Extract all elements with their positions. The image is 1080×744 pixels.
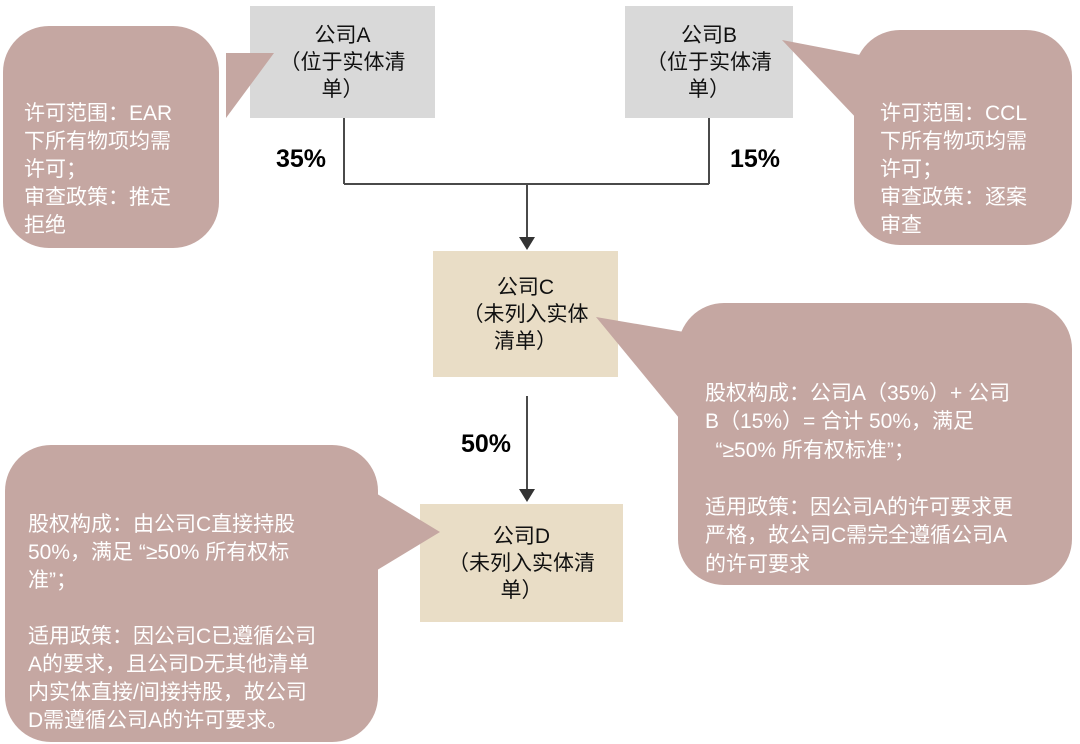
node-company-c-label: 公司C （未列入实体 清单） (462, 275, 589, 353)
callout-company-b-policy: 许可范围：CCL 下所有物项均需 许可； 审查政策：逐案 审查 (854, 30, 1072, 245)
node-company-b: 公司B （位于实体清 单） (625, 6, 793, 118)
node-company-d: 公司D （未列入实体清 单） (420, 504, 623, 622)
node-company-d-label: 公司D （未列入实体清 单） (448, 524, 595, 602)
node-company-c: 公司C （未列入实体 清单） (433, 251, 618, 377)
edge-label-c-to-d: 50% (461, 430, 512, 458)
node-company-b-label: 公司B （位于实体清 单） (646, 23, 772, 101)
arrowhead-down-icon (519, 489, 535, 502)
node-company-a-label: 公司A （位于实体清 单） (279, 23, 406, 101)
edge-label-b-to-c: 15% (730, 145, 781, 173)
callout-company-b-policy-text: 许可范围：CCL 下所有物项均需 许可； 审查政策：逐案 审查 (880, 102, 1028, 237)
node-company-a: 公司A （位于实体清 单） (250, 6, 435, 118)
callout-company-c-analysis: 股权构成：公司A（35%）+ 公司 B（15%）= 合计 50%，满足 “≥50… (678, 303, 1072, 585)
edge-label-a-to-c: 35% (276, 145, 327, 173)
callout-company-a-policy-text: 许可范围：EAR 下所有物项均需 许可； 审查政策：推定 拒绝 (24, 102, 173, 237)
callout-company-a-policy: 许可范围：EAR 下所有物项均需 许可； 审查政策：推定 拒绝 (3, 26, 219, 248)
callout-pointer-b (782, 40, 860, 122)
arrowhead-down-icon (519, 237, 535, 250)
callout-company-c-analysis-text: 股权构成：公司A（35%）+ 公司 B（15%）= 合计 50%，满足 “≥50… (705, 381, 1014, 576)
callout-company-d-analysis-text: 股权构成：由公司C直接持股 50%，满足 “≥50% 所有权标 准”； 适用政策… (28, 513, 317, 732)
callout-company-d-analysis: 股权构成：由公司C直接持股 50%，满足 “≥50% 所有权标 准”； 适用政策… (5, 445, 378, 742)
